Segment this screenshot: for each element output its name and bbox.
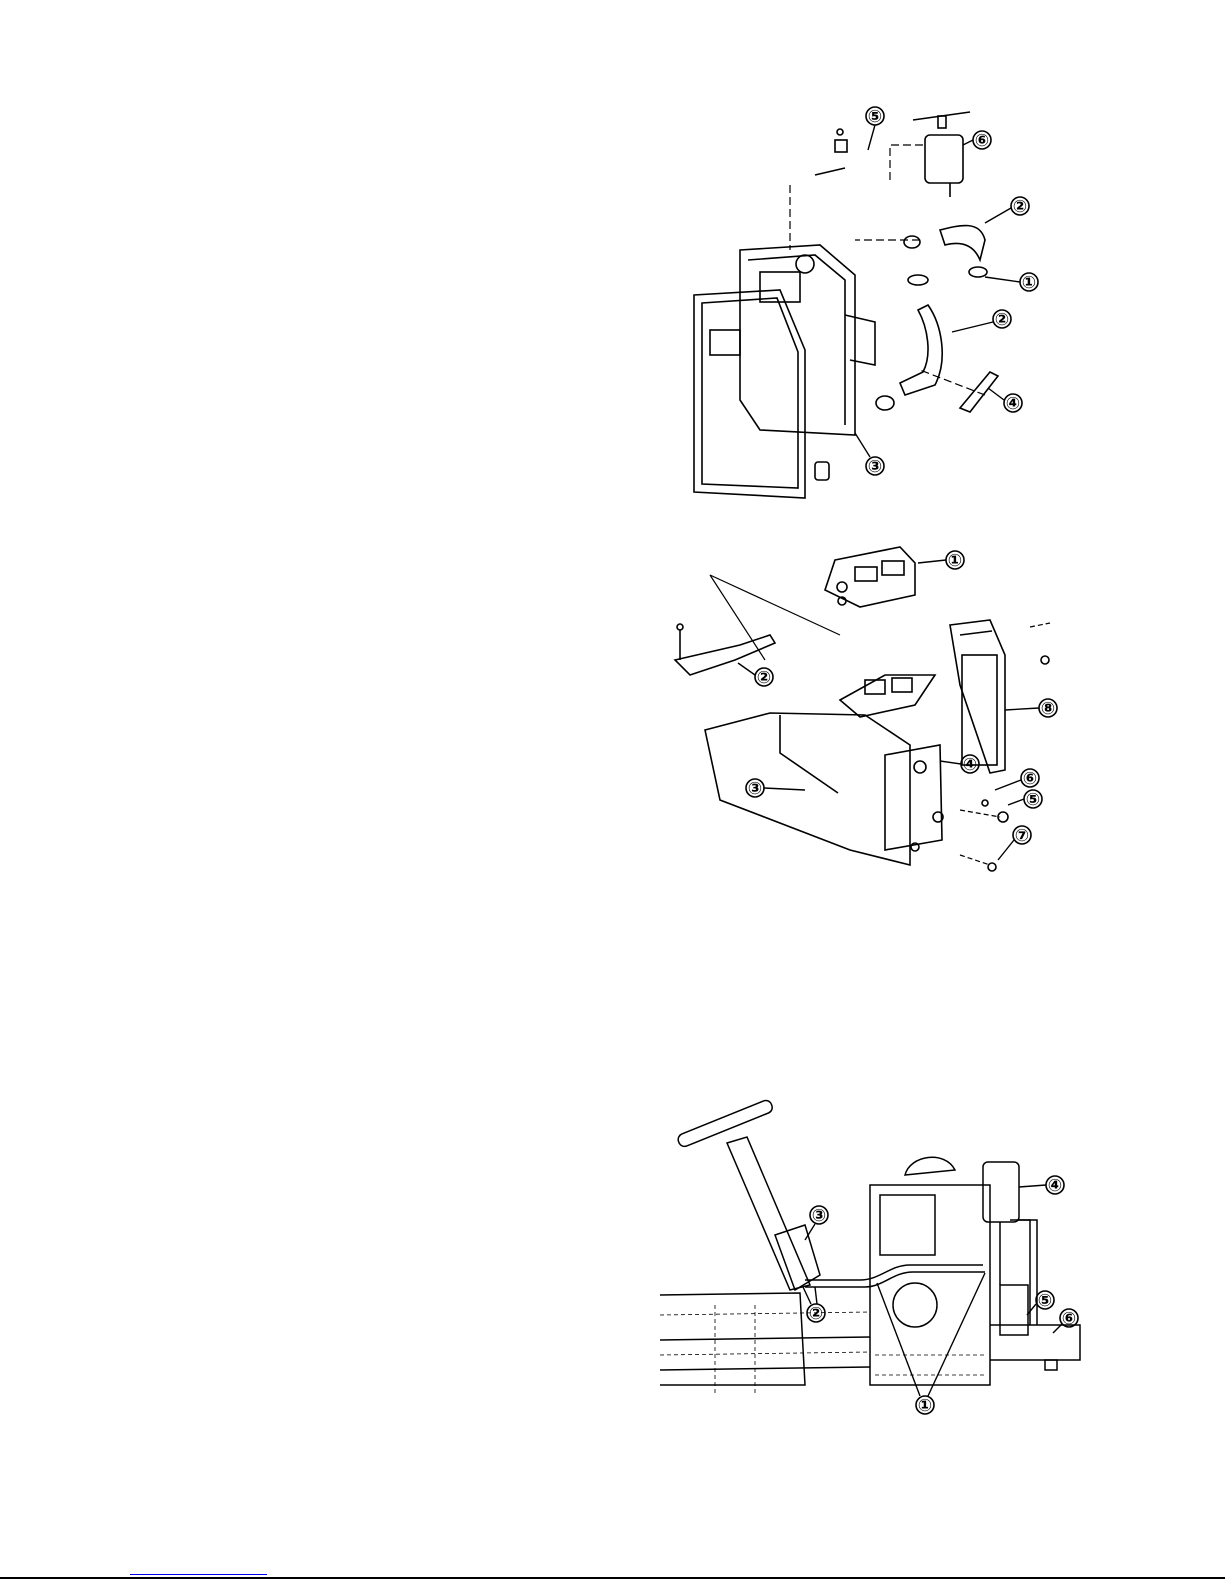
callout-label: ⑤	[1026, 790, 1040, 810]
callout-label: ⑤	[1038, 1291, 1052, 1311]
callout-label: ⑥	[975, 131, 989, 151]
callout-label: ⑧	[1041, 699, 1055, 719]
footer-link-underline[interactable]	[130, 1574, 267, 1575]
callout-label: ⑥	[1023, 769, 1037, 789]
callout-group-steering: ③ ④ ② ⑤ ⑥ ①	[803, 1176, 1078, 1416]
callout-label: ②	[995, 310, 1009, 330]
callout-label: ③	[868, 457, 882, 477]
callout-label: ①	[948, 551, 962, 571]
radiator-diagram: ⑤ ⑥ ② ① ② ④ ③	[680, 100, 1050, 510]
figure-radiator-assembly: ⑤ ⑥ ② ① ② ④ ③	[680, 100, 1050, 510]
callout-label: ①	[918, 1396, 932, 1416]
callout-label: ⑤	[868, 107, 882, 127]
callout-label: ③	[812, 1206, 826, 1226]
callout-label: ④	[1006, 394, 1020, 414]
callout-label: ②	[1013, 197, 1027, 217]
figure-dash-panel-assembly: ① ② ⑧ ④ ③ ⑥ ⑤ ⑦	[660, 535, 1070, 875]
callout-label: ⑥	[1062, 1309, 1076, 1329]
footer-divider	[0, 1577, 1225, 1579]
figure-steering-hydraulic-layout: ③ ④ ② ⑤ ⑥ ①	[655, 1075, 1090, 1425]
callout-group-dash-panel: ① ② ⑧ ④ ③ ⑥ ⑤ ⑦	[738, 551, 1057, 860]
callout-group-radiator: ⑤ ⑥ ② ① ② ④ ③	[855, 107, 1038, 477]
callout-label: ③	[748, 779, 762, 799]
callout-label: ⑦	[1015, 826, 1029, 846]
dash-panel-diagram: ① ② ⑧ ④ ③ ⑥ ⑤ ⑦	[660, 535, 1070, 875]
callout-label: ②	[757, 668, 771, 688]
callout-label: ①	[1022, 273, 1036, 293]
callout-label: ②	[809, 1304, 823, 1324]
callout-label: ④	[963, 755, 977, 775]
callout-label: ④	[1048, 1176, 1062, 1196]
steering-layout-diagram: ③ ④ ② ⑤ ⑥ ①	[655, 1075, 1090, 1425]
